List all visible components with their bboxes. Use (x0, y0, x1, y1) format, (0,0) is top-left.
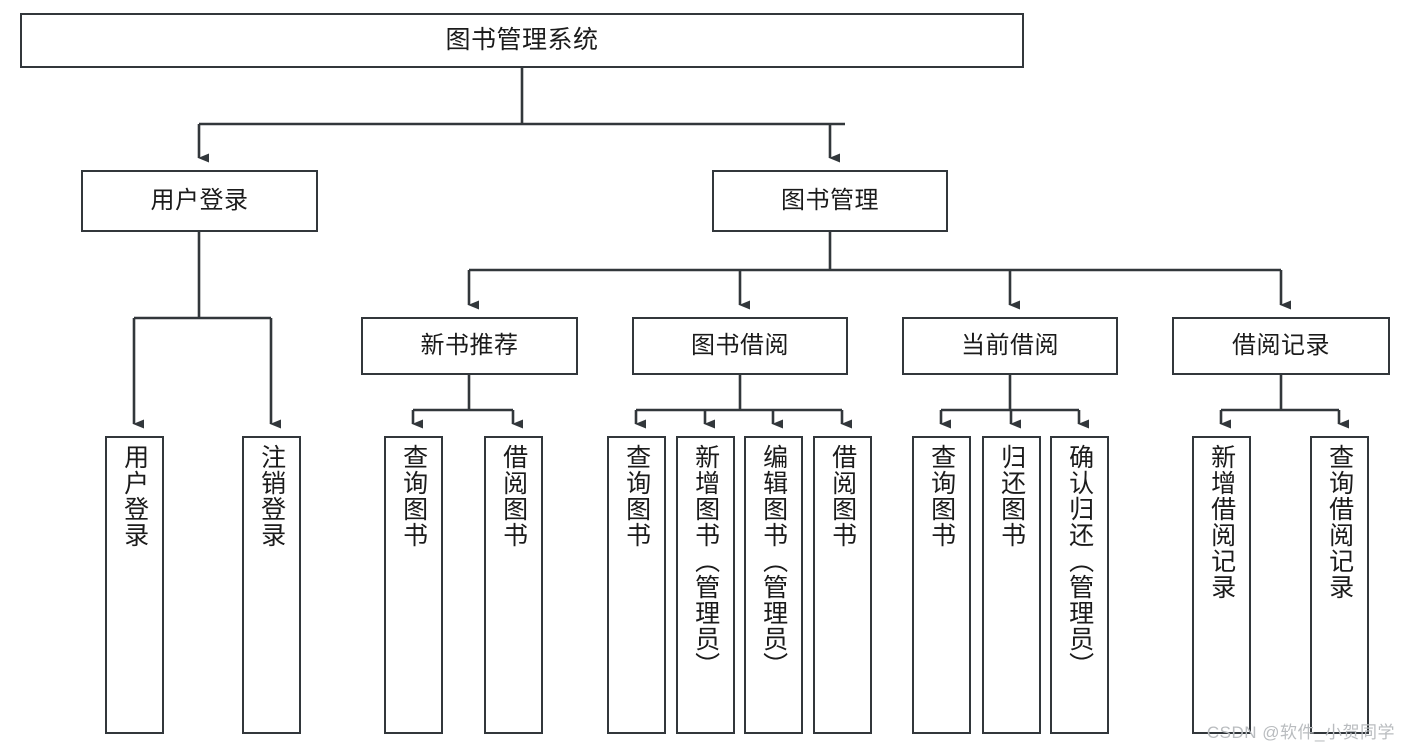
leaf-return-book[interactable]: 归还图书 (982, 436, 1041, 734)
node-label: 用户登录 (120, 444, 149, 548)
leaf-query-book-current[interactable]: 查询图书 (912, 436, 971, 734)
node-label: 新增图书（管理员） (691, 444, 720, 678)
node-label: 用户登录 (150, 187, 249, 215)
node-label: 图书借阅 (691, 332, 789, 360)
node-label: 编辑图书（管理员） (759, 444, 788, 678)
node-label: 借阅记录 (1232, 332, 1330, 360)
node-label: 注销登录 (257, 444, 286, 548)
leaf-query-borrow-record[interactable]: 查询借阅记录 (1310, 436, 1369, 734)
leaf-add-book-admin[interactable]: 新增图书（管理员） (676, 436, 735, 734)
edge-newbook-to-leaves (411, 375, 523, 429)
edge-currentborrow-to-leaves (939, 375, 1089, 429)
node-book-borrow[interactable]: 图书借阅 (632, 317, 848, 375)
edge-borrowrecord-to-leaves (1219, 375, 1349, 429)
node-label: 借阅图书 (828, 444, 857, 548)
edge-root-to-level2 (197, 68, 845, 163)
node-label: 借阅图书 (499, 444, 528, 548)
csdn-watermark: CSDN @软件_小贺同学 (1206, 723, 1395, 742)
node-label: 归还图书 (997, 444, 1026, 548)
node-label: 新书推荐 (420, 332, 519, 360)
node-new-book-recommend[interactable]: 新书推荐 (361, 317, 578, 375)
node-label: 确认归还（管理员） (1065, 444, 1094, 678)
leaf-user-login[interactable]: 用户登录 (105, 436, 164, 734)
node-book-management[interactable]: 图书管理 (712, 170, 948, 232)
node-borrow-record[interactable]: 借阅记录 (1172, 317, 1390, 375)
node-label: 查询图书 (927, 444, 956, 548)
node-label: 当前借阅 (961, 332, 1059, 360)
node-label: 查询图书 (399, 444, 428, 548)
node-label: 图书管理 (781, 187, 879, 215)
leaf-add-borrow-record[interactable]: 新增借阅记录 (1192, 436, 1251, 734)
edge-bookborrow-to-leaves (634, 375, 852, 429)
leaf-confirm-return-admin[interactable]: 确认归还（管理员） (1050, 436, 1109, 734)
leaf-borrow-book-recommend[interactable]: 借阅图书 (484, 436, 543, 734)
node-label: 新增借阅记录 (1207, 444, 1236, 600)
leaf-user-logout[interactable]: 注销登录 (242, 436, 301, 734)
leaf-edit-book-admin[interactable]: 编辑图书（管理员） (744, 436, 803, 734)
node-label: 图书管理系统 (445, 26, 599, 55)
node-label: 查询图书 (622, 444, 651, 548)
node-label: 查询借阅记录 (1325, 444, 1354, 600)
edge-bookmanage-to-level3 (467, 232, 1291, 310)
leaf-query-book-recommend[interactable]: 查询图书 (384, 436, 443, 734)
node-user-login[interactable]: 用户登录 (81, 170, 318, 232)
leaf-borrow-book[interactable]: 借阅图书 (813, 436, 872, 734)
edge-userlogin-to-leaves (132, 232, 281, 429)
node-root-system[interactable]: 图书管理系统 (20, 13, 1024, 68)
leaf-query-book-borrow[interactable]: 查询图书 (607, 436, 666, 734)
node-current-borrow[interactable]: 当前借阅 (902, 317, 1118, 375)
